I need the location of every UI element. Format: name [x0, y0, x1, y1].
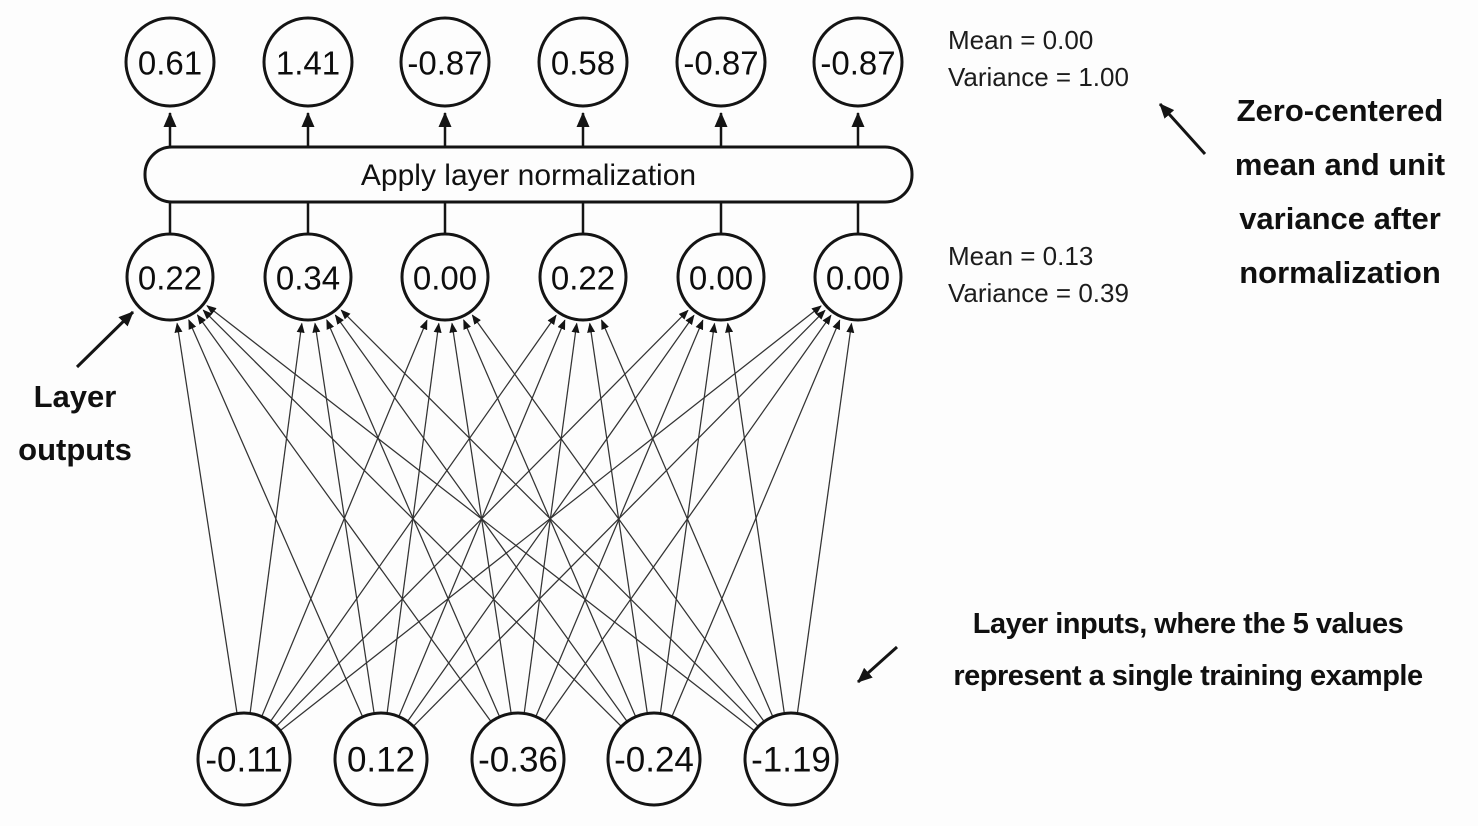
output-node-circle — [812, 16, 904, 108]
output-node-value: -0.87 — [407, 45, 482, 82]
connection-line — [523, 322, 580, 713]
layer-inputs-callout-line: Layer inputs, where the 5 values — [972, 608, 1404, 640]
output-node-circle — [675, 16, 767, 108]
layer-outputs-callout-arrow — [75, 310, 135, 369]
normalized-callout: Zero-centered mean and unit variance aft… — [1180, 84, 1478, 300]
normalized-callout-line: normalization — [1239, 255, 1441, 290]
input-node-circle — [470, 711, 566, 807]
connection-line — [725, 322, 785, 713]
connection-line — [796, 322, 855, 713]
layer-inputs-callout-line: represent a single training example — [953, 660, 1423, 692]
output-node-value: -0.87 — [683, 45, 758, 82]
input-node-circle — [743, 711, 839, 807]
connection-line — [601, 319, 773, 717]
variance-before-text: Variance = 0.39 — [948, 278, 1129, 308]
connection-line — [174, 322, 238, 713]
hidden-node-circle — [125, 232, 215, 322]
hidden-node-value: 0.22 — [138, 260, 202, 297]
connection-line — [340, 309, 759, 727]
layer-outputs-callout: Layer outputs — [8, 370, 142, 476]
connection-line — [206, 305, 755, 731]
output-node-circle — [537, 16, 629, 108]
hidden-node-value: 0.22 — [551, 260, 615, 297]
layer-outputs-callout-line: outputs — [18, 432, 132, 467]
output-node-circle — [399, 16, 491, 108]
variance-after-text: Variance = 1.00 — [948, 62, 1129, 92]
input-node-value: 0.12 — [347, 741, 415, 780]
output-node-value: -0.87 — [820, 45, 895, 82]
input-node-value: -0.36 — [478, 741, 558, 780]
connection-line — [196, 314, 492, 722]
hidden-node-circle — [538, 232, 628, 322]
connection-line — [326, 319, 500, 717]
mean-after-text: Mean = 0.00 — [948, 25, 1094, 55]
output-node-value: 0.58 — [551, 45, 615, 82]
output-node-circle — [124, 16, 216, 108]
input-node-value: -1.19 — [751, 741, 831, 780]
hidden-node-circle — [813, 232, 903, 322]
normalized-callout-arrow — [1158, 102, 1207, 156]
mean-before-text: Mean = 0.13 — [948, 241, 1094, 271]
connection-line — [471, 314, 765, 722]
input-node-value: -0.24 — [614, 741, 694, 780]
normalized-callout-line: Zero-centered — [1236, 93, 1444, 128]
connection-line — [535, 319, 704, 716]
connection-line — [188, 319, 363, 717]
hidden-node-value: 0.00 — [413, 260, 477, 297]
stats-after-normalization: Mean = 0.00 Variance = 1.00 — [948, 22, 1129, 96]
input-node-circle — [196, 711, 292, 807]
layer-outputs-callout-line: Layer — [33, 379, 117, 414]
input-node-circle — [333, 711, 429, 807]
layer-norm-box — [143, 145, 914, 204]
normalized-callout-line: mean and unit — [1234, 147, 1446, 182]
stats-before-normalization: Mean = 0.13 Variance = 0.39 — [948, 238, 1129, 312]
output-node-value: 0.61 — [138, 45, 202, 82]
input-node-circle — [606, 711, 702, 807]
connections-group — [174, 305, 855, 731]
normalized-callout-line: variance after — [1239, 201, 1441, 236]
layer-inputs-callout-arrow — [856, 645, 899, 684]
connection-line — [202, 309, 622, 727]
hidden-node-circle — [676, 232, 766, 322]
hidden-node-value: 0.00 — [826, 260, 890, 297]
hidden-node-value: 0.34 — [276, 260, 340, 297]
hidden-node-circle — [263, 232, 353, 322]
output-node-value: 1.41 — [276, 45, 340, 82]
hidden-node-circle — [400, 232, 490, 322]
hidden-node-value: 0.00 — [689, 260, 753, 297]
layer-inputs-callout: Layer inputs, where the 5 values represe… — [928, 598, 1448, 702]
output-node-circle — [262, 16, 354, 108]
input-node-value: -0.11 — [205, 741, 282, 780]
layer-norm-box-label: Apply layer normalization — [361, 159, 696, 192]
